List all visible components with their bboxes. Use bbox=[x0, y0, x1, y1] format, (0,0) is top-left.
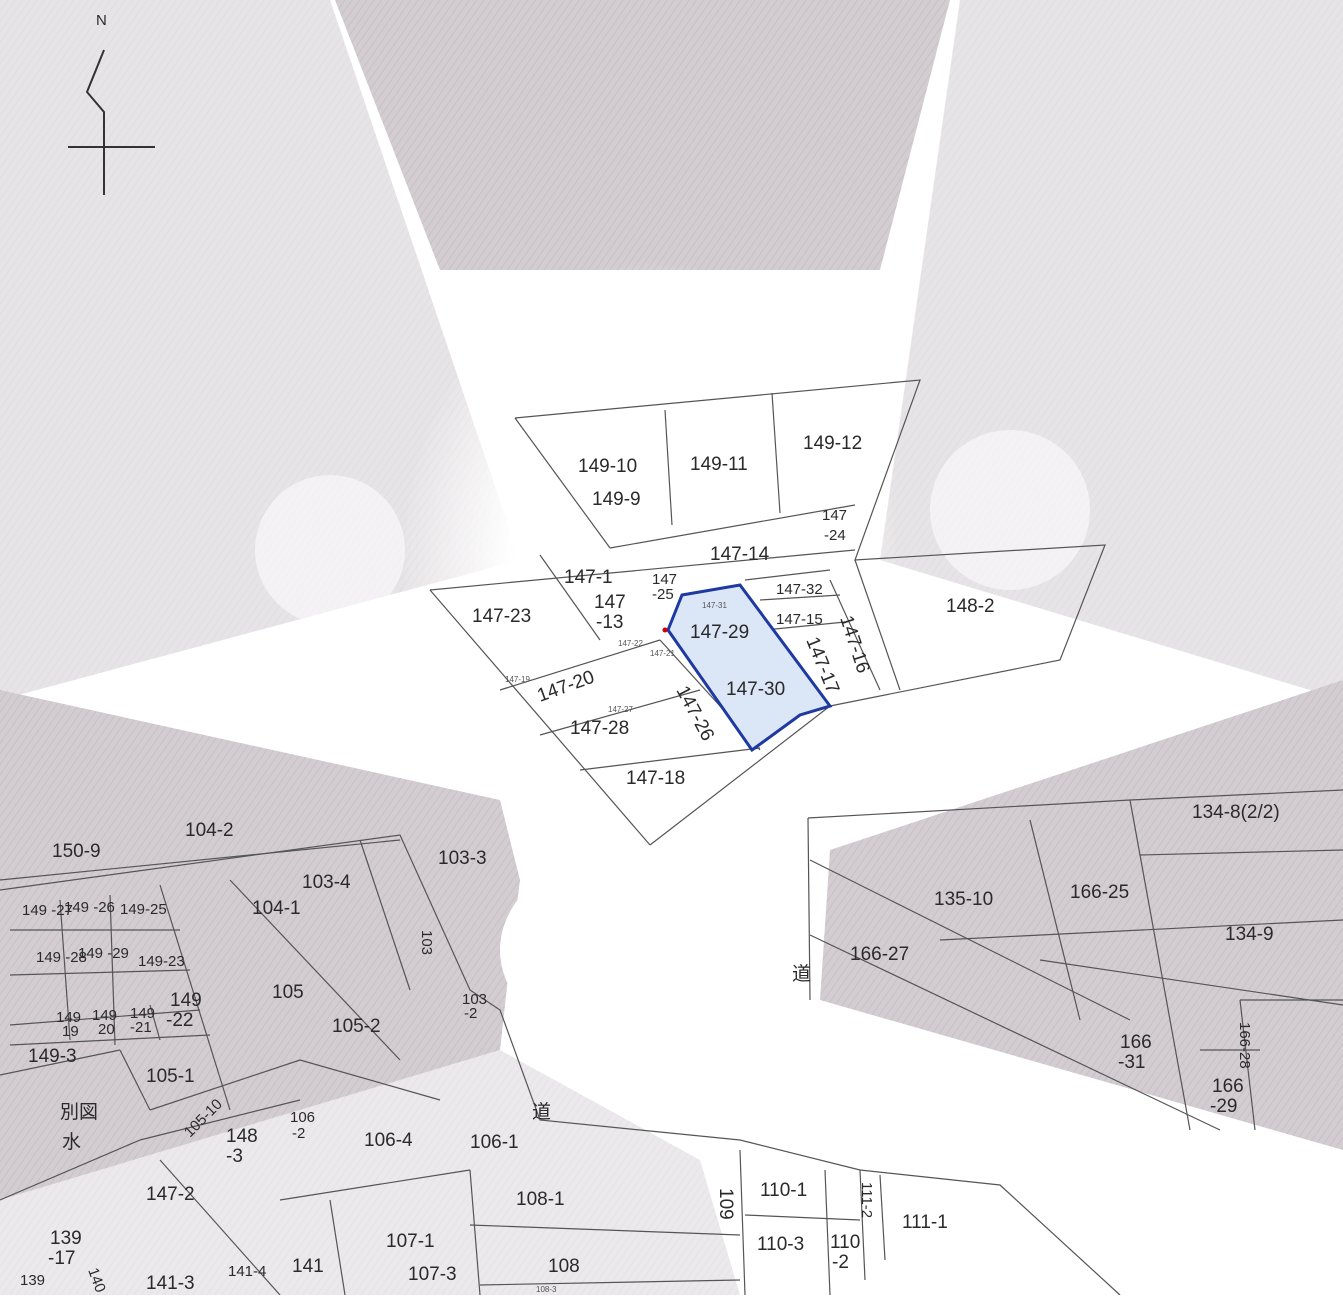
parcel-label: 149-12 bbox=[803, 433, 862, 454]
parcel-label: 105 bbox=[272, 982, 304, 1003]
road-label: 道 bbox=[532, 1101, 551, 1123]
parcel-label: 107-3 bbox=[408, 1264, 457, 1285]
parcel-label: 147-31 bbox=[702, 601, 727, 610]
parcel-label: 147-27 bbox=[608, 705, 633, 714]
parcel-label: 147-29 bbox=[690, 622, 749, 643]
parcel-label: 134-8(2/2) bbox=[1192, 802, 1280, 823]
parcel-label: 147-22 bbox=[618, 639, 643, 648]
parcel-label: 147-1 bbox=[564, 567, 613, 588]
parcel-label: 134-9 bbox=[1225, 924, 1274, 945]
parcel-label: 147-15 bbox=[776, 611, 823, 628]
parcel-label: -31 bbox=[1118, 1052, 1145, 1073]
parcel-label: 139 bbox=[50, 1228, 82, 1249]
parcel-label: 108-1 bbox=[516, 1189, 565, 1210]
parcel-label: 108 bbox=[548, 1256, 580, 1277]
parcel-label: 147 bbox=[822, 507, 847, 524]
parcel-label: 147-30 bbox=[726, 679, 785, 700]
parcel-label: 149-23 bbox=[138, 953, 185, 970]
parcel-label: 111-1 bbox=[902, 1212, 948, 1233]
parcel-label: 103 bbox=[418, 930, 435, 955]
parcel-label: 110 bbox=[830, 1232, 860, 1253]
parcel-label: 149-25 bbox=[120, 901, 167, 918]
parcel-label: 19 bbox=[62, 1023, 79, 1040]
parcel-label: 166-25 bbox=[1070, 882, 1129, 903]
north-arrow: N bbox=[68, 12, 155, 195]
parcel-label: 108-3 bbox=[536, 1285, 557, 1294]
parcel-label: 110-3 bbox=[757, 1234, 804, 1255]
parcel-label: 147-2 bbox=[146, 1184, 195, 1205]
parcel-label: 147-18 bbox=[626, 768, 685, 789]
parcel-label: -17 bbox=[48, 1248, 75, 1269]
parcel-label: 139 bbox=[20, 1272, 45, 1289]
parcel-label: -2 bbox=[464, 1005, 477, 1022]
parcel-labels: 149-10 149-11 149-12 149-9 147 -24 147-1… bbox=[20, 433, 1280, 1295]
parcel-label: 150-9 bbox=[52, 841, 101, 862]
north-label: N bbox=[96, 12, 107, 29]
parcel-label: -3 bbox=[226, 1146, 243, 1167]
parcel-label: 166 bbox=[1120, 1032, 1152, 1053]
parcel-label: 141 bbox=[292, 1256, 324, 1277]
parcel-label: 147-32 bbox=[776, 581, 823, 598]
parcel-label: 104-1 bbox=[252, 898, 301, 919]
parcel-label: 107-1 bbox=[386, 1231, 435, 1252]
parcel-label: 149 bbox=[170, 990, 202, 1011]
parcel-label: 103-4 bbox=[302, 872, 351, 893]
parcel-label: 106-1 bbox=[470, 1132, 519, 1153]
parcel-label: 147-14 bbox=[710, 544, 770, 565]
parcel-label: 109 bbox=[715, 1188, 736, 1220]
parcel-label: 147-23 bbox=[472, 606, 531, 627]
parcel-label: 105-1 bbox=[146, 1066, 195, 1087]
parcel-label: 104-2 bbox=[185, 820, 234, 841]
parcel-label: 103 bbox=[462, 991, 487, 1008]
parcel-label: 149-3 bbox=[28, 1046, 77, 1067]
parcel-label: 135-10 bbox=[934, 889, 993, 910]
parcel-label: 111-2 bbox=[858, 1182, 875, 1218]
parcel-label: -22 bbox=[166, 1010, 193, 1031]
parcel-label: 141-3 bbox=[146, 1273, 195, 1294]
parcel-label: -2 bbox=[832, 1252, 849, 1273]
parcel-label: -25 bbox=[652, 586, 674, 603]
parcel-label: 147-19 bbox=[505, 675, 530, 684]
parcel-label: 166 bbox=[1212, 1076, 1244, 1097]
parcel-label: 149-10 bbox=[578, 456, 637, 477]
parcel-boundaries bbox=[0, 379, 1343, 1296]
parcel-label: 149 -26 bbox=[64, 899, 115, 916]
parcel-label: 141-4 bbox=[228, 1263, 266, 1280]
parcel-label: 147 bbox=[594, 592, 626, 613]
highlighted-parcel[interactable] bbox=[666, 583, 833, 753]
parcel-label: 147-21 bbox=[650, 649, 675, 658]
parcel-label: 149 bbox=[130, 1005, 155, 1022]
parcel-label: 149-11 bbox=[690, 454, 748, 475]
parcel-label: 149 -27 bbox=[22, 902, 73, 919]
parcel-label: 149 bbox=[92, 1007, 117, 1024]
parcel-label: 106 bbox=[290, 1109, 315, 1126]
parcel-label: 149-9 bbox=[592, 489, 641, 510]
parcel-label: 110-1 bbox=[760, 1180, 807, 1201]
parcel-label: -2 bbox=[292, 1125, 305, 1142]
parcel-label: 147-28 bbox=[570, 718, 629, 739]
parcel-label: -21 bbox=[130, 1019, 152, 1036]
parcel-label: 149 bbox=[56, 1009, 81, 1026]
parcel-label: 103-3 bbox=[438, 848, 487, 869]
parcel-label: 166-28 bbox=[1236, 1022, 1253, 1069]
parcel-label: 105-2 bbox=[332, 1016, 381, 1037]
parcel-label: -29 bbox=[1210, 1096, 1237, 1117]
parcel-label: 166-27 bbox=[850, 944, 909, 965]
parcel-label: 148-2 bbox=[946, 596, 995, 617]
parcel-label: 106-4 bbox=[364, 1130, 413, 1151]
parcel-label: -13 bbox=[596, 612, 623, 633]
parcel-label: -24 bbox=[824, 527, 846, 544]
separate-map-label: 別図 bbox=[60, 1101, 98, 1123]
parcel-label: 148 bbox=[226, 1126, 258, 1147]
parcel-label: 149 -29 bbox=[78, 945, 129, 962]
parcel-label: 20 bbox=[98, 1021, 115, 1038]
parcel-label: 147 bbox=[652, 571, 677, 588]
red-marker bbox=[662, 627, 668, 633]
parcel-label: 149 -28 bbox=[36, 949, 87, 966]
road-label: 道 bbox=[792, 963, 811, 985]
water-label: 水 bbox=[62, 1131, 81, 1153]
